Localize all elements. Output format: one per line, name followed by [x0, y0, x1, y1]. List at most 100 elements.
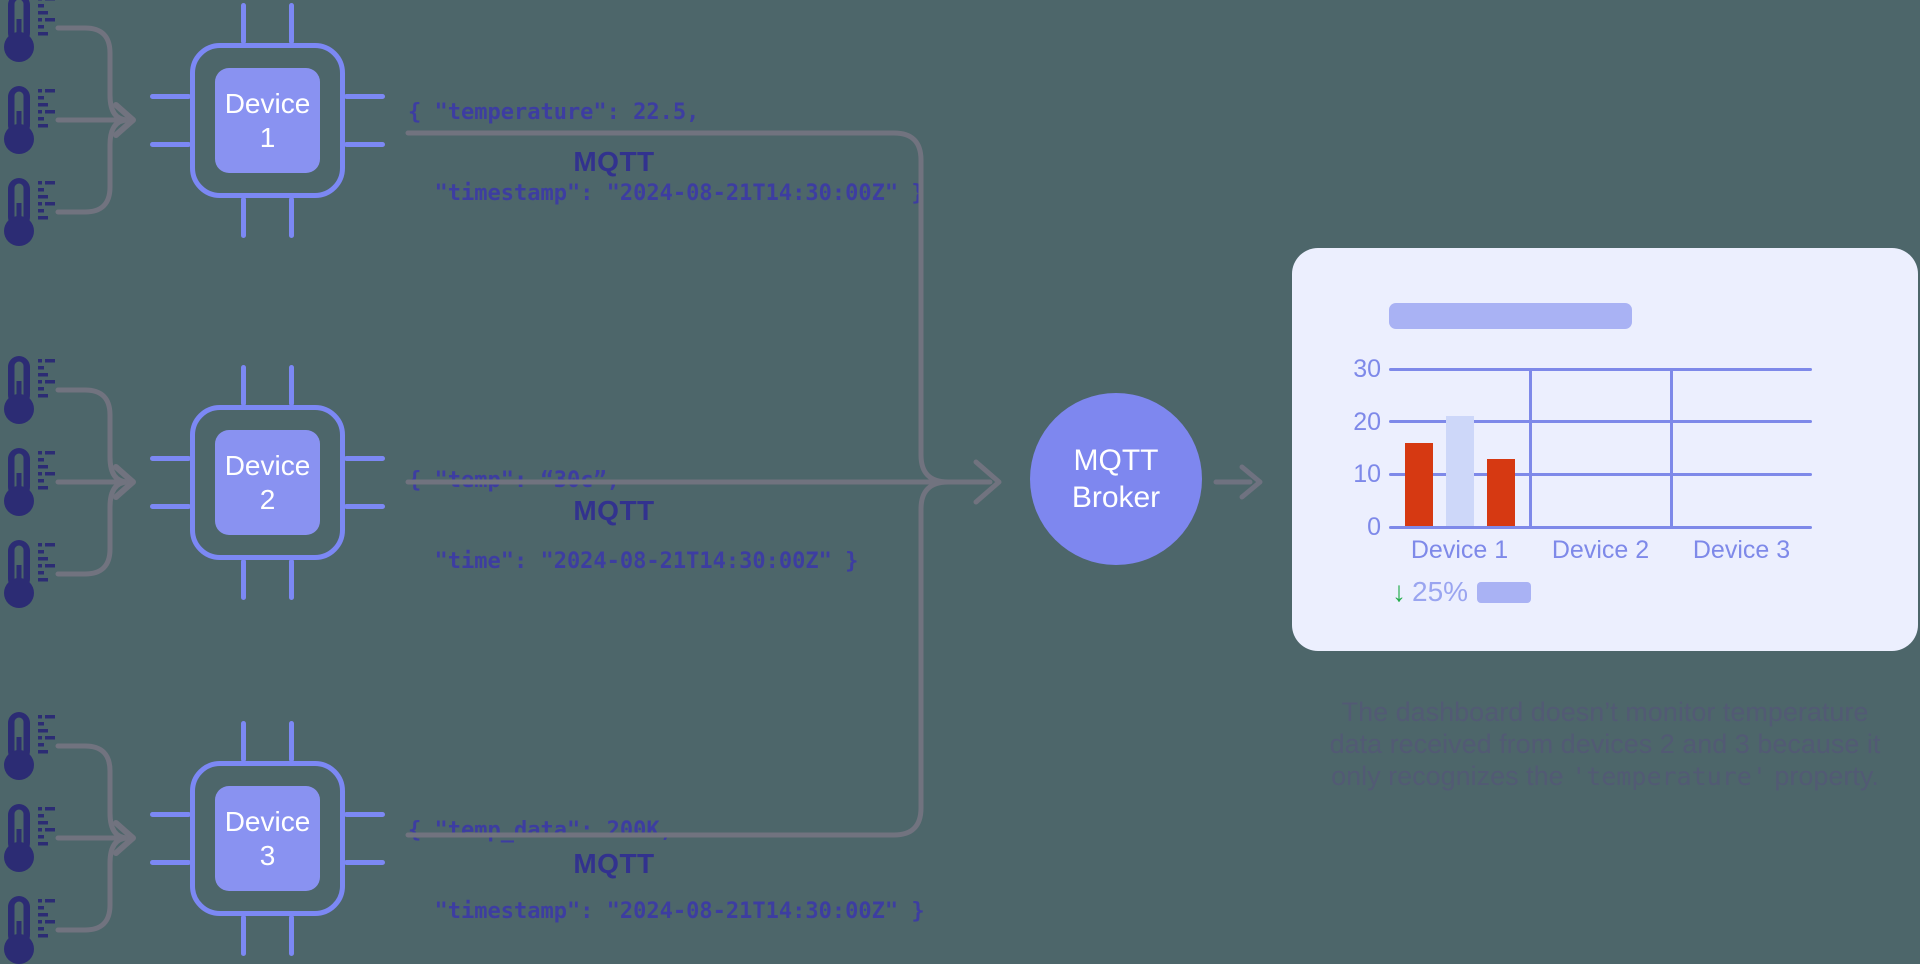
chip-pin [289, 915, 294, 956]
gridline-v [1669, 369, 1673, 527]
mqtt-protocol-label-3: MQTT [573, 848, 655, 879]
chip-pin [150, 504, 191, 509]
sensor-merge-bracket [55, 25, 136, 215]
chip-pin [344, 456, 385, 461]
payload-line: "timestamp": "2024-08-21T14:30:00Z" } [408, 181, 925, 206]
thermometer-icon [4, 448, 55, 516]
device-2-chip: Device 2 [150, 365, 385, 600]
chip-pin [241, 197, 246, 238]
chip-pin [289, 3, 294, 44]
chip-pin [344, 142, 385, 147]
thermometer-icon [4, 0, 55, 62]
device-2-label: Device 2 [215, 430, 320, 535]
y-tick-label: 20 [1353, 407, 1381, 436]
broker-to-dashboard-arrow [1213, 464, 1263, 500]
chip-pin [344, 812, 385, 817]
sensor-group-2 [4, 356, 136, 608]
caption-line-3: only recognizes the 'temperature' proper… [1262, 760, 1920, 793]
chip-pin [241, 721, 246, 762]
arrow-head-icon [973, 459, 1002, 505]
arrow-head-icon [113, 102, 136, 138]
chip-outline [190, 43, 345, 198]
down-arrow-icon: ↓ [1392, 576, 1406, 607]
payload-line: "timestamp": "2024-08-21T14:30:00Z" } [408, 899, 925, 924]
device-label-num: 2 [259, 483, 276, 515]
chip-pin [150, 456, 191, 461]
x-category-label: Device 2 [1551, 536, 1650, 564]
thermometer-icon [4, 540, 55, 608]
chip-pin [289, 197, 294, 238]
device-3-label: Device 3 [215, 786, 320, 891]
x-category-label: Device 3 [1692, 536, 1791, 564]
axis-baseline [1389, 525, 1812, 529]
device-1-line [405, 130, 951, 485]
chip-pin [289, 721, 294, 762]
mqtt-protocol-label-1: MQTT [573, 146, 655, 177]
caption-line-1: The dashboard doesn’t monitor temperatur… [1341, 697, 1869, 727]
gridline-h [1389, 420, 1812, 424]
mqtt-protocol-label-2: MQTT [573, 495, 655, 526]
thermometer-icon [4, 356, 55, 424]
thermometer-icon [4, 178, 55, 246]
chip-pin [150, 142, 191, 147]
device-label-word: Device [224, 805, 311, 837]
mqtt-broker-node: MQTT Broker [1030, 393, 1202, 565]
sensor-group-3 [4, 712, 136, 964]
sensor-group-1 [4, 0, 136, 246]
caption-line-3-post: property. [1766, 761, 1879, 791]
mqtt-connection-lines [405, 130, 1002, 838]
y-tick-label: 30 [1353, 355, 1381, 383]
chip-pin [344, 504, 385, 509]
device-label-word: Device [224, 87, 311, 119]
chip-pin [150, 812, 191, 817]
chip-pin [344, 860, 385, 865]
chip-outline [190, 761, 345, 916]
device-label-word: Device [224, 449, 311, 481]
chip-pin [241, 559, 246, 600]
caption-text: The dashboard doesn’t monitor temperatur… [1262, 696, 1920, 793]
mqtt-broker-label: MQTT Broker [1071, 444, 1161, 514]
arrow-head-icon [1239, 464, 1263, 500]
device-1-label: Device 1 [215, 68, 320, 173]
chart-bar [1404, 442, 1433, 527]
x-category-label: Device 1 [1410, 536, 1509, 564]
caption-line-3-pre: only recognizes the [1331, 761, 1572, 791]
device-1-chip: Device 1 [150, 3, 385, 238]
arrow-head-icon [113, 464, 136, 500]
gridline-h [1389, 367, 1812, 371]
thermometer-icon [4, 712, 55, 780]
chip-pin [344, 94, 385, 99]
gridline-h [1389, 472, 1812, 476]
caption-line-2: data received from devices 2 and 3 becau… [1329, 729, 1881, 759]
caption-code-temperature: 'temperature' [1571, 762, 1767, 791]
payload-line: "time": "2024-08-21T14:30:00Z" } [408, 549, 859, 574]
kpi-text-placeholder [1477, 581, 1532, 603]
chip-pin [150, 860, 191, 865]
thermometer-icon [4, 804, 55, 872]
chip-pin [241, 915, 246, 956]
sensor-merge-bracket [55, 387, 136, 577]
kpi-row: ↓ 25% [1392, 576, 1532, 607]
chart-bar [1445, 416, 1474, 527]
chip-pin [289, 559, 294, 600]
arrow-head-icon [113, 820, 136, 856]
device-3-line [405, 479, 951, 838]
kpi-value: 25% [1412, 576, 1469, 607]
chip-pin [289, 365, 294, 406]
device-label-num: 3 [259, 839, 276, 871]
gridline-v [1528, 369, 1532, 527]
y-tick-label: 10 [1353, 460, 1381, 489]
chip-outline [190, 405, 345, 560]
chip-pin [241, 3, 246, 44]
device-label-num: 1 [259, 121, 276, 153]
chart-bar [1486, 458, 1515, 527]
thermometer-icon [4, 896, 55, 964]
chip-pin [150, 94, 191, 99]
chip-pin [241, 365, 246, 406]
chart-title-placeholder [1389, 303, 1632, 329]
payload-line: { "temperature": 22.5, [408, 100, 700, 125]
y-tick-label: 0 [1367, 513, 1381, 541]
